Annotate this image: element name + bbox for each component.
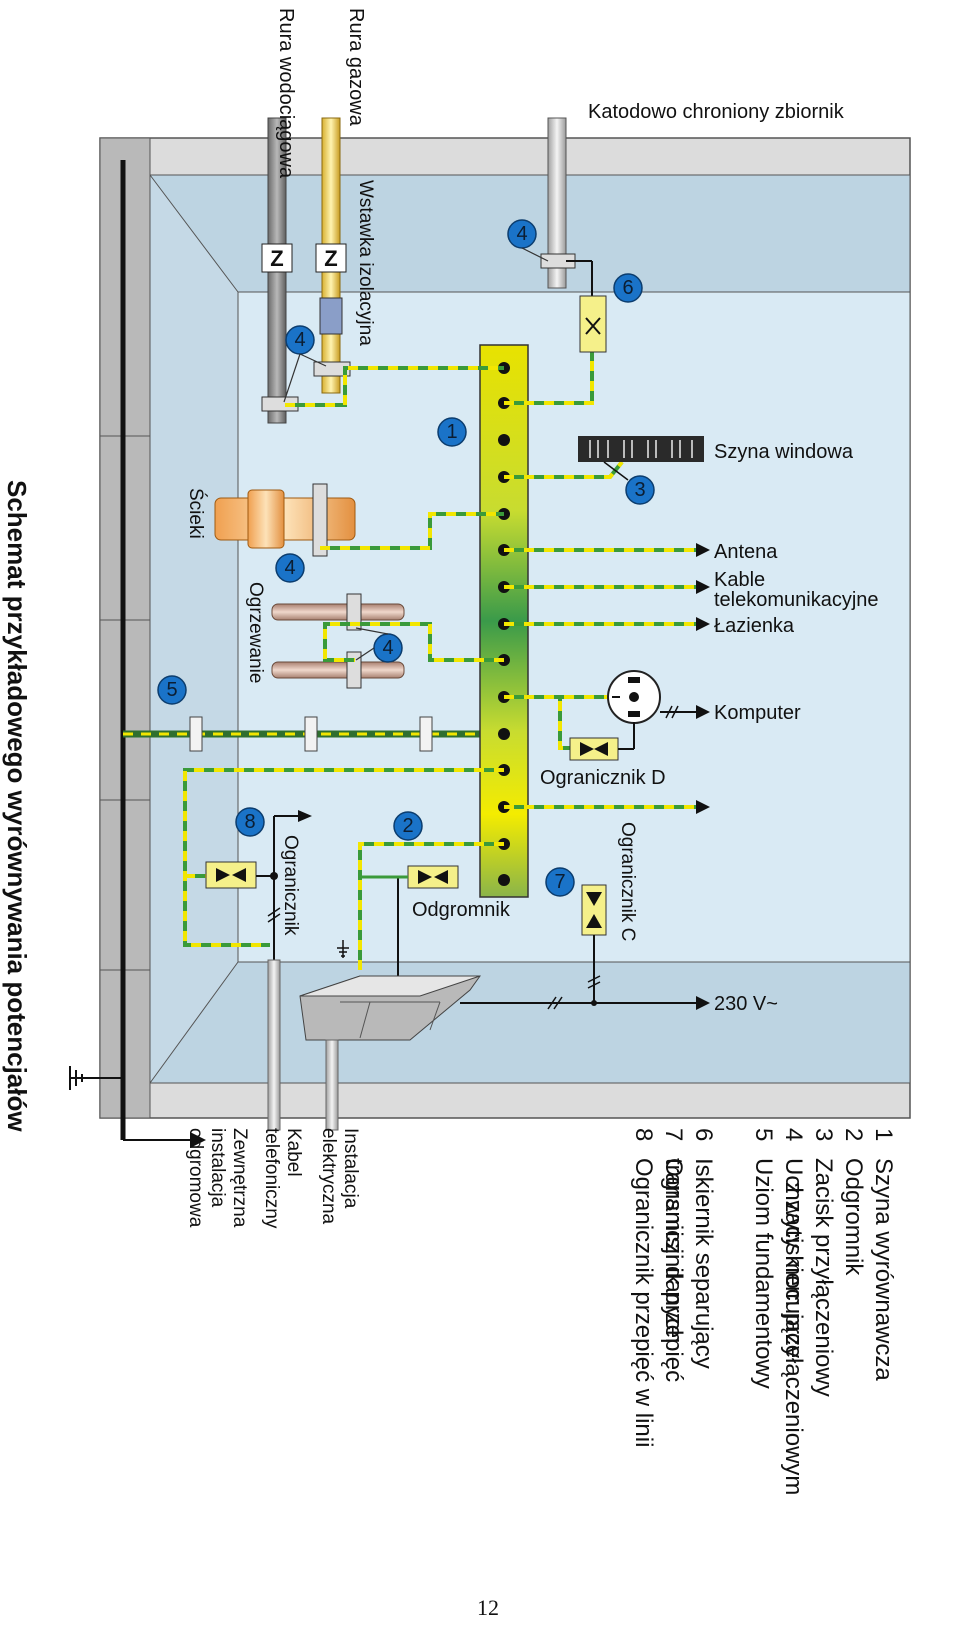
svg-text:4: 4 <box>382 637 393 659</box>
badge-7: 7 <box>545 867 575 897</box>
svg-text:4: 4 <box>294 329 305 351</box>
sewage-pipe <box>214 483 356 557</box>
svg-text:8: 8 <box>244 811 255 833</box>
legend-num-2: 2 <box>840 1128 867 1141</box>
svg-text:6: 6 <box>622 277 633 299</box>
arrow-icon <box>696 580 710 594</box>
foundation-electrode <box>69 160 206 1148</box>
meter-water <box>261 243 293 273</box>
svg-text:7: 7 <box>554 871 565 893</box>
legend-text-4: Uchwyty mocujące <box>780 1158 807 1358</box>
label-tank: Katodowo chroniony zbiornik <box>588 101 845 123</box>
label-sewage: Ścieki <box>185 488 207 539</box>
arrester-device <box>358 865 459 985</box>
label-arrester: Odgromnik <box>412 899 511 921</box>
badge-5: 5 <box>157 675 187 705</box>
legend-text-3: Zacisk przyłączeniowy <box>810 1158 837 1397</box>
arrow-icon <box>696 543 710 557</box>
legend-text-7: Ogranicznik przepięć <box>660 1158 687 1382</box>
label-bathroom: Łazienka <box>714 615 795 637</box>
arrow-icon <box>696 705 710 719</box>
legend-num-6: 6 <box>690 1128 717 1141</box>
arrow-icon <box>696 996 710 1010</box>
legend-num-3: 3 <box>810 1128 837 1141</box>
label-computer: Komputer <box>714 702 801 724</box>
svg-text:3: 3 <box>634 479 645 501</box>
ground-icon <box>337 940 349 958</box>
svg-text:1: 1 <box>446 421 457 443</box>
gas-pipe: Z <box>313 117 351 394</box>
legend-text-2: Odgromnik <box>840 1158 867 1276</box>
legend-num-8: 8 <box>630 1128 657 1141</box>
insulating-insert <box>319 297 343 335</box>
label-electrical: Instalacjaelektryczna <box>318 1128 361 1225</box>
legend-num-5: 5 <box>750 1128 777 1141</box>
output-arrows <box>696 543 710 1010</box>
label-insulating-insert: Wstawka izolacyjna <box>355 180 376 346</box>
label-limiter-d: Ogranicznik D <box>540 767 666 789</box>
water-pipe: Z <box>261 117 299 424</box>
label-limiter-c: Ogranicznik C <box>617 822 638 941</box>
arrow-icon <box>696 800 710 814</box>
bottom-cables <box>267 959 339 1131</box>
arrow-icon <box>298 810 312 822</box>
spark-gap <box>566 260 607 353</box>
building-frame <box>99 137 911 1119</box>
label-phone: Kabeltelefoniczny <box>261 1128 304 1229</box>
badge-4-heating: 4 <box>373 633 403 663</box>
badge-6: 6 <box>613 273 643 303</box>
legend-num-7: 7 <box>660 1128 687 1141</box>
svg-text:2: 2 <box>402 815 413 837</box>
tank-pipe <box>540 117 576 289</box>
label-antenna: Antena <box>714 541 778 563</box>
badge-4-pipes: 4 <box>285 325 315 355</box>
label-water-pipe: Rura wodociągowa <box>275 8 297 179</box>
distribution-board <box>299 940 481 1041</box>
arrow-icon <box>190 1132 206 1148</box>
svg-text:Z: Z <box>270 246 283 271</box>
limiter-c-device <box>460 884 700 1010</box>
svg-text:4: 4 <box>516 223 527 245</box>
bus-bar <box>479 344 529 898</box>
limiter-d-device <box>569 722 635 761</box>
badge-4-tank: 4 <box>507 219 537 249</box>
badge-8: 8 <box>235 807 265 837</box>
label-gas-pipe: Rura gazowa <box>345 8 367 127</box>
label-limiter: Ogranicznik <box>280 835 301 936</box>
diagram-title: Schemat przykładowego wyrównywania poten… <box>2 480 32 1132</box>
svg-text:5: 5 <box>166 679 177 701</box>
legend-num-4: 4 <box>780 1128 807 1141</box>
svg-text:Z: Z <box>324 246 337 271</box>
label-mains: 230 V~ <box>714 993 778 1015</box>
legend-text-6: Iskiernik separujący <box>690 1158 717 1369</box>
bonding-line-5 <box>123 716 505 752</box>
meter-gas <box>315 243 347 273</box>
elevator-rail <box>578 436 704 481</box>
badge-1: 1 <box>437 417 467 447</box>
legend-num-1: 1 <box>870 1128 897 1141</box>
socket <box>607 670 696 724</box>
svg-text:4: 4 <box>284 557 295 579</box>
legend-text-1: Szyna wyrównawcza <box>870 1158 897 1381</box>
badge-3: 3 <box>625 475 655 505</box>
bonding-wires <box>183 320 700 970</box>
label-elevator: Szyna windowa <box>714 441 854 463</box>
limiter-8-device <box>205 810 312 960</box>
arrow-icon <box>696 617 710 631</box>
ground-icon <box>69 1066 123 1090</box>
badge-4-sewage: 4 <box>275 553 305 583</box>
page-number: 12 <box>477 1595 499 1620</box>
label-heating: Ogrzewanie <box>245 582 266 683</box>
badge-2: 2 <box>393 811 423 841</box>
label-external: Zewnętrznainstalacjaodgromowa <box>185 1128 250 1228</box>
legend: 1 Szyna wyrównawcza 2 Odgromnik 3 Zacisk… <box>630 1128 897 1495</box>
